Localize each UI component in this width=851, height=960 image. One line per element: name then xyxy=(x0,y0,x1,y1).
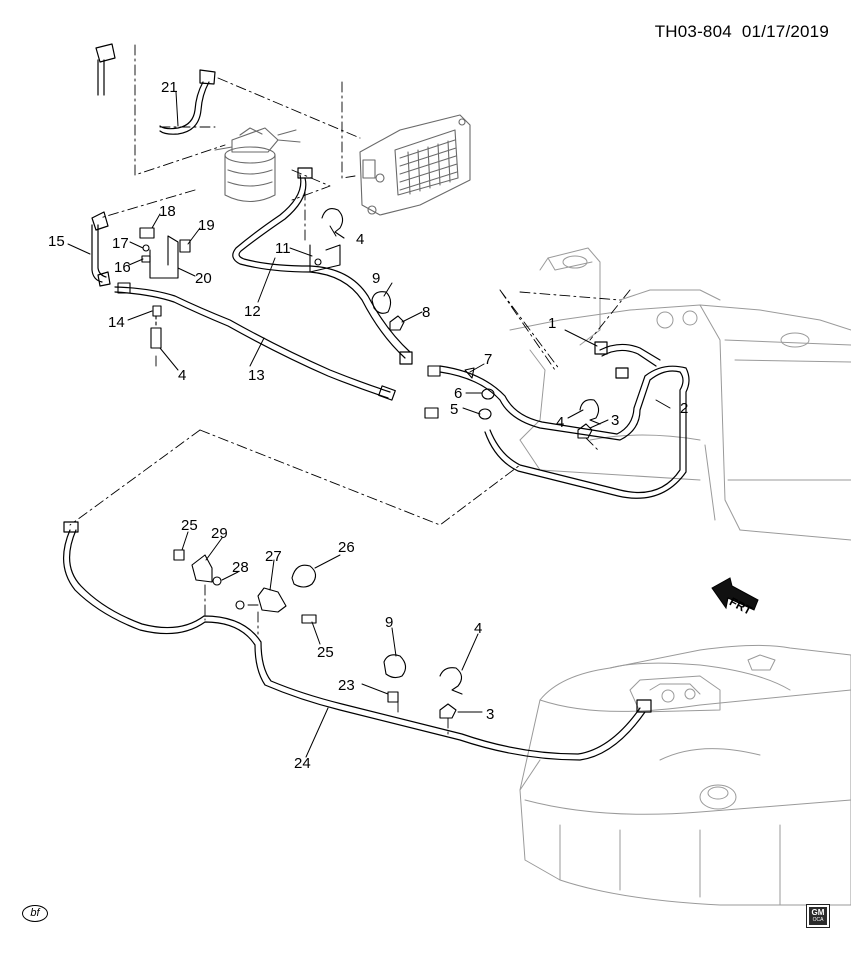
nut-28-upper xyxy=(212,576,222,586)
callout-14: 14 xyxy=(108,314,125,331)
gm-logo-text: GM xyxy=(811,908,825,917)
callout-9-upper: 9 xyxy=(372,270,380,287)
reference-lines xyxy=(69,44,631,739)
bolt-25-upper xyxy=(173,549,185,561)
grommet-5 xyxy=(478,408,492,420)
callout-12: 12 xyxy=(244,303,261,320)
callout-23: 23 xyxy=(338,677,355,694)
callout-2: 2 xyxy=(680,400,688,417)
bolt-25-lower xyxy=(301,614,317,624)
callout-20: 20 xyxy=(195,270,212,287)
callout-11: 11 xyxy=(275,240,291,257)
bf-badge: bf xyxy=(22,905,48,922)
callout-25-upper: 25 xyxy=(181,517,198,534)
callout-25-lower: 25 xyxy=(317,644,334,661)
fitting-center-upper xyxy=(427,365,441,377)
fastener-14 xyxy=(152,305,162,317)
callout-21: 21 xyxy=(161,79,178,96)
bracket-11 xyxy=(309,244,341,273)
callout-26: 26 xyxy=(338,539,355,556)
callout-19: 19 xyxy=(198,217,215,234)
clamp-26 xyxy=(291,564,317,588)
pipe-2 xyxy=(439,341,690,499)
callout-24: 24 xyxy=(294,755,311,772)
diagram-code: TH03-804 xyxy=(654,22,732,41)
bolt-23 xyxy=(387,691,399,703)
callout-numbers: 1 2 3 4 5 6 7 8 9 4 11 12 13 14 4 15 16 … xyxy=(48,79,688,772)
callout-7: 7 xyxy=(484,351,492,368)
fitting-left xyxy=(117,282,131,294)
pipe-13 xyxy=(114,286,396,401)
bolt-18 xyxy=(139,227,155,239)
clip-3-lower xyxy=(439,703,457,719)
diagram-reference: TH03-804 01/17/2019 xyxy=(645,22,829,42)
callout-17: 17 xyxy=(112,235,129,252)
pipe-24 xyxy=(62,521,652,761)
callout-8: 8 xyxy=(422,304,430,321)
callout-13: 13 xyxy=(248,367,265,384)
fuel-tank xyxy=(519,644,851,906)
diagram-date: 01/17/2019 xyxy=(741,22,829,41)
clip-9-lower xyxy=(383,654,407,679)
callout-4-lower: 4 xyxy=(474,620,482,637)
callout-1: 1 xyxy=(548,315,556,332)
pipe-upper-left-connector xyxy=(95,43,116,96)
callout-4-right: 4 xyxy=(556,414,564,431)
pipe-12 xyxy=(232,167,413,365)
callout-9-lower: 9 xyxy=(385,614,393,631)
callout-4-upper: 4 xyxy=(356,231,364,248)
grommet-6 xyxy=(481,388,495,400)
gm-logo-subtext: OCA xyxy=(812,917,824,923)
fuel-cooler xyxy=(359,114,471,216)
callout-3-lower: 3 xyxy=(486,706,494,723)
clip-9-upper xyxy=(371,291,392,314)
nut-19 xyxy=(179,239,191,253)
callout-28: 28 xyxy=(232,559,249,576)
callout-16: 16 xyxy=(114,259,131,276)
clip-8 xyxy=(389,315,405,331)
callout-29: 29 xyxy=(211,525,228,542)
callout-3-right: 3 xyxy=(611,412,619,429)
fitting-center-lower xyxy=(424,407,439,419)
callout-18: 18 xyxy=(159,203,176,220)
clip-7 xyxy=(464,367,475,379)
washer-17 xyxy=(142,244,150,252)
clamp-4-lower xyxy=(439,667,463,695)
clamp-4-right xyxy=(579,399,601,425)
pipe-21 xyxy=(159,69,216,135)
callout-15: 15 xyxy=(48,233,65,250)
callout-6: 6 xyxy=(454,385,462,402)
stud-4 xyxy=(150,327,162,349)
bracket-29 xyxy=(191,554,213,583)
callout-4-left: 4 xyxy=(178,367,186,384)
pipe-15 xyxy=(91,211,111,287)
fuel-filter xyxy=(214,127,301,203)
front-direction-indicator: FRT xyxy=(711,577,759,618)
leader-lines xyxy=(67,91,671,758)
clamp-4-upper xyxy=(321,208,345,239)
bracket-27 xyxy=(257,587,287,613)
bracket-20 xyxy=(149,235,179,279)
clip-3-right xyxy=(577,423,593,439)
small-hardware xyxy=(117,208,601,719)
gm-logo-icon: GM OCA xyxy=(806,904,830,928)
callout-27: 27 xyxy=(265,548,282,565)
front-arrow-icon xyxy=(711,577,759,611)
washer-28 xyxy=(235,600,245,610)
callout-5: 5 xyxy=(450,401,458,418)
